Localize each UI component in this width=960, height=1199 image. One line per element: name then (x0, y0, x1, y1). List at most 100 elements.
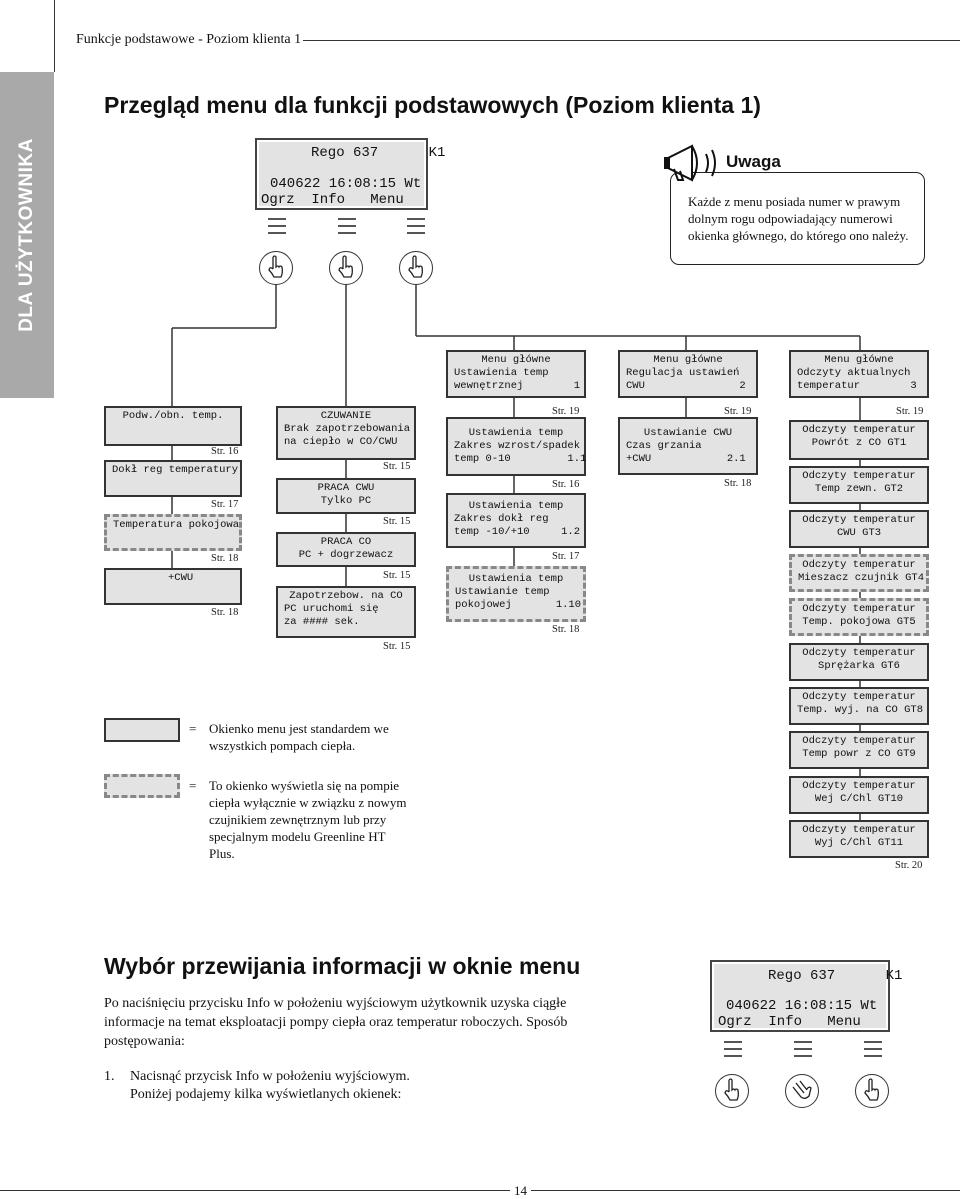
page-ref: Str. 16 (211, 446, 239, 457)
menu-box-line: Zakres wzrost/spadek (454, 440, 581, 452)
menu-box-line: pokojowej 1.10 (455, 599, 582, 611)
page-ref: Str. 17 (211, 499, 239, 510)
menu-box-line: Temp powr z CO GT9 (802, 748, 916, 760)
menu-box-line: Temp zewn. GT2 (814, 483, 904, 495)
menu-box-line: Odczyty temperatur (802, 691, 916, 703)
menu-box-line: Ustawienia temp (454, 367, 549, 379)
menu-box-line: Wej C/Chl GT10 (814, 793, 904, 805)
menu-box-text: +CWU (168, 572, 194, 584)
header-rule (303, 40, 960, 41)
info-button[interactable] (785, 1074, 819, 1108)
page-ref: Str. 18 (552, 624, 580, 635)
megaphone-icon (664, 144, 716, 182)
menu-box-1-2: Ustawienia temp Zakres dokł reg temp -10… (446, 493, 586, 548)
display-line-2: 040622 16:08:15 Wt (270, 176, 422, 192)
header-divider (54, 0, 55, 72)
menu-box-line: temp 0-10 1.1 (454, 453, 587, 465)
button-indicator-middle (794, 1041, 812, 1062)
page-ref: Str. 18 (211, 607, 239, 618)
page-ref: Str. 15 (383, 516, 411, 527)
button-indicator-right (407, 218, 425, 239)
menu-box-cwu: +CWU (104, 568, 242, 605)
page-ref: Str. 17 (552, 551, 580, 562)
menu-box-line: temp -10/+10 1.2 (454, 526, 581, 538)
menu-box-line: CWU 2 (626, 380, 746, 392)
menu-box-line: Wyj C/Chl GT11 (814, 837, 904, 849)
menu-box-line: Menu główne (481, 354, 551, 366)
menu-box-line: Odczyty aktualnych (797, 367, 911, 379)
page-ref: Str. 15 (383, 570, 411, 581)
main-menu-1-header: Menu główne Ustawienia temp wewnętrznej … (446, 350, 586, 398)
menu-box-heating-mode: PRACA CO PC + dogrzewacz (276, 532, 416, 567)
temp-reading-gt8: Odczyty temperatur Temp. wyj. na CO GT8 (789, 687, 929, 725)
sidebar-tab: DLA UŻYTKOWNIKA (0, 72, 54, 398)
button-indicator-left (268, 218, 286, 239)
menu-box-line: Ustawienia temp (468, 500, 564, 512)
page-ref: Str. 20 (895, 860, 923, 871)
menu-box-demand: Zapotrzebow. na CO PC uruchomi się za ##… (276, 586, 416, 638)
finger-press-icon (864, 1078, 879, 1101)
page-ref: Str. 19 (552, 406, 580, 417)
temp-reading-gt5: Odczyty temperatur Temp. pokojowa GT5 (789, 598, 929, 636)
step-text-1: Nacisnąć przycisk Info w położeniu wyjśc… (130, 1069, 410, 1084)
menu-box-line: +CWU 2.1 (626, 453, 746, 465)
menu-button[interactable] (855, 1074, 889, 1108)
temp-reading-gt4: Odczyty temperatur Mieszacz czujnik GT4 (789, 554, 929, 592)
menu-box-line: na ciepło w CO/CWU (284, 436, 398, 448)
legend-swatch-standard (104, 718, 180, 742)
menu-box-line: Powrót z CO GT1 (811, 437, 907, 449)
running-header: Funkcje podstawowe - Poziom klienta 1 (76, 32, 302, 47)
section-title-2: Wybór przewijania informacji w oknie men… (104, 953, 581, 979)
menu-box-line: PRACA CO (320, 536, 372, 548)
ogrz-button[interactable] (715, 1074, 749, 1108)
hand-press-icon (792, 1080, 812, 1099)
menu-box-2-1: Ustawianie CWU Czas grzania +CWU 2.1 (618, 417, 758, 475)
menu-box-line: Ustawianie temp (455, 586, 550, 598)
page-ref: Str. 18 (211, 553, 239, 564)
legend-special-text: To okienko wyświetla się na pompie ciepł… (209, 778, 407, 861)
menu-box-line: Tylko PC (320, 495, 372, 507)
page-ref: Str. 19 (896, 406, 924, 417)
temp-reading-gt6: Odczyty temperatur Sprężarka GT6 (789, 643, 929, 681)
legend-equals: = (189, 721, 197, 736)
button-indicator-left (724, 1041, 742, 1062)
menu-box-text: Podw./obn. temp. (122, 410, 224, 422)
display-line-3: Ogrz Info Menu (261, 192, 404, 208)
menu-box-line: Ustawienia temp (468, 573, 564, 585)
menu-box-text: Temperatura pokojowa (113, 519, 240, 531)
temp-reading-gt9: Odczyty temperatur Temp powr z CO GT9 (789, 731, 929, 769)
button-indicator-middle (338, 218, 356, 239)
page-number: 14 (510, 1183, 531, 1199)
ogrz-button[interactable] (259, 251, 293, 285)
page-ref: Str. 15 (383, 461, 411, 472)
section-title: Przegląd menu dla funkcji podstawowych (… (104, 92, 761, 118)
temp-reading-gt11: Odczyty temperatur Wyj C/Chl GT11 (789, 820, 929, 858)
legend-standard-text: Okienko menu jest standardem we wszystki… (209, 721, 389, 753)
display-line-1: Rego 637 K1 (311, 145, 446, 161)
menu-box-temp-adjust: Dokł reg temperatury (104, 460, 242, 497)
menu-box-line: wewnętrznej 1 (454, 380, 581, 392)
menu-box-line: PC uruchomi się (284, 603, 379, 615)
temp-reading-gt1: Odczyty temperatur Powrót z CO GT1 (789, 420, 929, 460)
menu-box-line: Temp. wyj. na CO GT8 (797, 704, 924, 716)
menu-box-text: Dokł reg temperatury (112, 464, 239, 476)
menu-box-line: Odczyty temperatur (802, 514, 916, 526)
main-menu-3-header: Menu główne Odczyty aktualnych temperatu… (789, 350, 929, 398)
menu-box-line: PRACA CWU (317, 482, 375, 494)
step-text-2: Poniżej podajemy kilka wyświetlanych oki… (130, 1087, 402, 1102)
button-indicator-right (864, 1041, 882, 1062)
display-line-2: 040622 16:08:15 Wt (726, 998, 878, 1014)
info-button[interactable] (329, 251, 363, 285)
temp-reading-gt2: Odczyty temperatur Temp zewn. GT2 (789, 466, 929, 504)
page-ref: Str. 15 (383, 641, 411, 652)
menu-button[interactable] (399, 251, 433, 285)
menu-box-line: Menu główne (824, 354, 894, 366)
finger-press-icon (338, 255, 353, 278)
menu-box-line: PC + dogrzewacz (298, 549, 394, 561)
menu-box-line: Odczyty temperatur (802, 470, 916, 482)
legend-equals: = (189, 778, 197, 793)
menu-box-line: Zakres dokł reg (454, 513, 549, 525)
finger-press-icon (408, 255, 423, 278)
menu-box-line: Ustawianie CWU (643, 427, 733, 439)
page-ref: Str. 19 (724, 406, 752, 417)
